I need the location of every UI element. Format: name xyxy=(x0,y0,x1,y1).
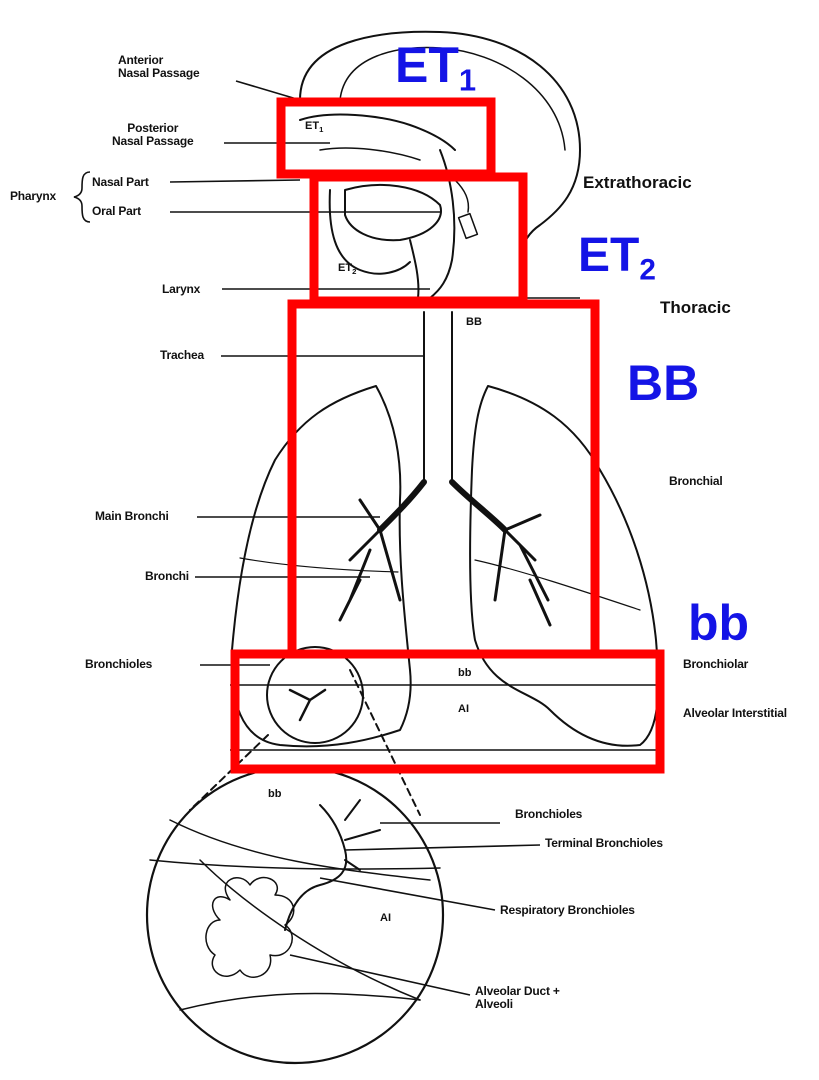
inner-label-et1-main: ET xyxy=(305,120,319,132)
box-bb-lower xyxy=(235,654,660,769)
label-posterior-nasal-passage: Posterior Nasal Passage xyxy=(112,122,193,148)
box-et1 xyxy=(281,102,491,174)
inset-label-terminal-bronchioles: Terminal Bronchioles xyxy=(545,837,663,850)
label-larynx: Larynx xyxy=(162,283,200,296)
inner-label-et2: ET2 xyxy=(338,262,356,276)
label-trachea: Trachea xyxy=(160,349,204,362)
right-main-bronchus xyxy=(452,482,505,530)
region-code-et1-sub: 1 xyxy=(459,63,476,98)
label-bronchiolar: Bronchiolar xyxy=(683,658,748,671)
label-nasal-part: Nasal Part xyxy=(92,176,149,189)
region-code-bb-lower: bb xyxy=(688,598,749,648)
label-main-bronchi: Main Bronchi xyxy=(95,510,169,523)
inset-label-respiratory-bronchioles: Respiratory Bronchioles xyxy=(500,904,635,917)
inset-inner-label-ai: AI xyxy=(380,912,391,924)
inner-label-ai: AI xyxy=(458,703,469,715)
inner-label-bb-lower: bb xyxy=(458,667,471,679)
inner-label-et1: ET1 xyxy=(305,120,323,134)
inner-label-bb-upper: BB xyxy=(466,316,482,328)
inset-circle xyxy=(147,767,443,1063)
inset-inner-label-bb: bb xyxy=(268,788,281,800)
label-extrathoracic: Extrathoracic xyxy=(583,173,692,193)
region-code-et1-main: ET xyxy=(395,37,459,93)
label-oral-part: Oral Part xyxy=(92,205,141,218)
label-bronchioles: Bronchioles xyxy=(85,658,152,671)
label-pharynx: Pharynx xyxy=(10,190,56,203)
left-main-bronchus xyxy=(380,482,424,530)
inner-label-et2-main: ET xyxy=(338,262,352,274)
inner-label-et2-sub: 2 xyxy=(352,267,356,276)
inset-label-alveolar-duct: Alveolar Duct + Alveoli xyxy=(475,985,560,1011)
label-bronchi: Bronchi xyxy=(145,570,189,583)
region-code-et2-main: ET xyxy=(578,229,639,282)
region-code-bb-upper: BB xyxy=(627,358,699,408)
label-bronchial: Bronchial xyxy=(669,475,723,488)
zoom-source-circle xyxy=(267,647,363,743)
region-code-et2-sub: 2 xyxy=(639,253,656,286)
region-code-et1: ET1 xyxy=(395,40,476,96)
label-anterior-nasal-passage: Anterior Nasal Passage xyxy=(118,54,199,80)
inner-label-et1-sub: 1 xyxy=(319,125,323,134)
label-thoracic: Thoracic xyxy=(660,298,731,318)
alveolar-cluster xyxy=(206,878,294,978)
inset-label-bronchioles: Bronchioles xyxy=(515,808,582,821)
label-alveolar-interstitial: Alveolar Interstitial xyxy=(683,707,787,720)
region-code-et2: ET2 xyxy=(578,232,656,285)
